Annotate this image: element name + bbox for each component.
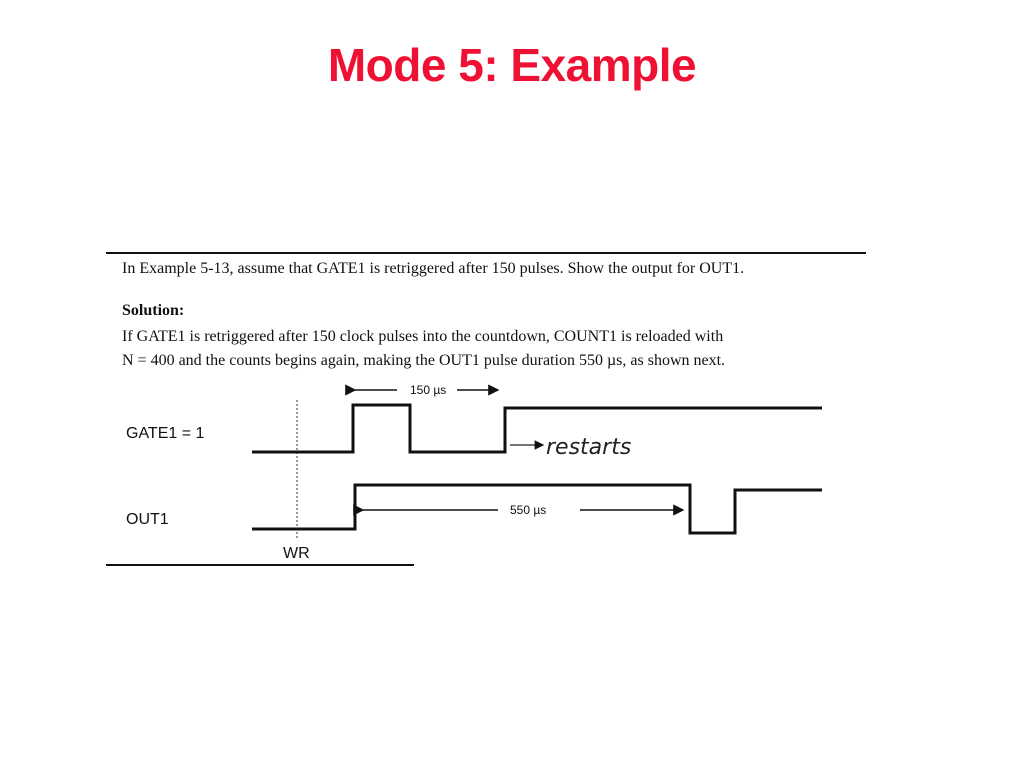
gate-label: GATE1 = 1 [126, 425, 205, 442]
solution-heading: Solution: [122, 302, 185, 319]
textbook-scan: In Example 5-13, assume that GATE1 is re… [100, 240, 895, 570]
gate-span-label: 150 µs [410, 383, 446, 397]
slide-title: Mode 5: Example [327, 39, 697, 91]
timing-diagram: WR 150 µs GATE1 = 1 restarts OUT1 550 µs [126, 383, 822, 562]
out-span-label: 550 µs [510, 503, 546, 517]
wr-label: WR [283, 545, 310, 562]
restarts-annotation: restarts [546, 435, 631, 460]
problem-text: In Example 5-13, assume that GATE1 is re… [122, 260, 745, 277]
bottom-rule [106, 564, 414, 566]
solution-line-1: If GATE1 is retriggered after 150 clock … [122, 328, 724, 345]
out-waveform [252, 483, 822, 535]
out-label: OUT1 [126, 511, 169, 528]
gate-waveform [252, 403, 822, 454]
solution-line-2: N = 400 and the counts begins again, mak… [122, 352, 726, 369]
top-rule [106, 252, 866, 254]
